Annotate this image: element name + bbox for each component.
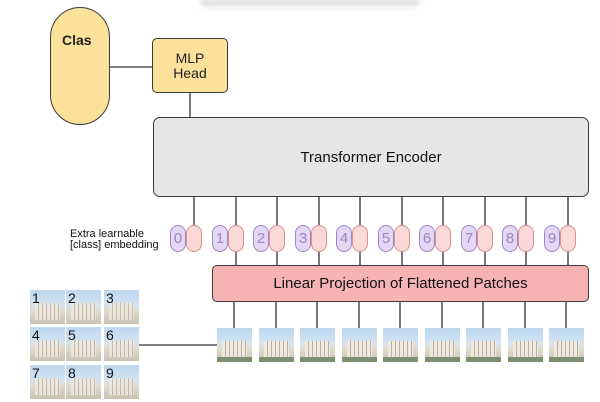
- position-embedding-0: 0: [170, 225, 186, 252]
- patch-embedding-7: [477, 225, 493, 252]
- patch-thumbnail-5: [383, 328, 418, 362]
- grid-patch-number: 5: [68, 327, 76, 343]
- patch-thumbnail-7: [466, 328, 501, 362]
- patch-embedding-2: [269, 225, 285, 252]
- grid-patch-6: 6: [104, 327, 139, 361]
- position-embedding-9: 9: [544, 225, 560, 252]
- mlp-head-line2: Head: [173, 64, 207, 81]
- patch-thumbnail-1: [217, 328, 252, 362]
- token-5: 5: [378, 225, 410, 252]
- position-embedding-4: 4: [336, 225, 352, 252]
- transformer-encoder-box: Transformer Encoder: [153, 117, 589, 197]
- position-embedding-7: 7: [461, 225, 477, 252]
- token-1: 1: [212, 225, 244, 252]
- token-0: 0: [170, 225, 202, 252]
- grid-patch-number: 1: [32, 290, 40, 306]
- grid-patch-7: 7: [30, 365, 65, 399]
- token-9: 9: [544, 225, 576, 252]
- patch-embedding-8: [518, 225, 534, 252]
- position-embedding-2: 2: [253, 225, 269, 252]
- extra-embedding-line1: Extra learnable: [70, 228, 144, 240]
- token-6: 6: [419, 225, 451, 252]
- class-output-label: Clas: [62, 32, 92, 48]
- token-7: 7: [461, 225, 493, 252]
- grid-patch-number: 2: [68, 290, 76, 306]
- grid-patch-number: 7: [32, 365, 40, 381]
- patch-thumbnail-3: [300, 328, 335, 362]
- token-4: 4: [336, 225, 368, 252]
- position-embedding-3: 3: [295, 225, 311, 252]
- transformer-encoder-label: Transformer Encoder: [300, 148, 442, 166]
- grid-patch-number: 6: [106, 327, 114, 343]
- grid-patch-number: 8: [68, 365, 76, 381]
- linear-projection-label: Linear Projection of Flattened Patches: [273, 275, 528, 292]
- grid-patch-8: 8: [66, 365, 101, 399]
- patch-embedding-3: [311, 225, 327, 252]
- patch-thumbnail-8: [508, 328, 543, 362]
- patch-thumbnail-9: [549, 328, 584, 362]
- mlp-head-box: MLP Head: [152, 38, 228, 93]
- token-3: 3: [295, 225, 327, 252]
- position-embedding-1: 1: [212, 225, 228, 252]
- patch-embedding-6: [435, 225, 451, 252]
- class-output-box: Clas: [50, 7, 110, 125]
- grid-patch-number: 4: [32, 327, 40, 343]
- grid-patch-number: 9: [106, 365, 114, 381]
- position-embedding-5: 5: [378, 225, 394, 252]
- patch-embedding-0: [186, 225, 202, 252]
- top-shadow: [200, 0, 420, 10]
- patch-embedding-1: [228, 225, 244, 252]
- linear-projection-box: Linear Projection of Flattened Patches: [212, 265, 589, 302]
- patch-thumbnail-4: [342, 328, 377, 362]
- patch-thumbnail-6: [425, 328, 460, 362]
- patch-embedding-5: [394, 225, 410, 252]
- grid-patch-5: 5: [66, 327, 101, 361]
- grid-patch-1: 1: [30, 290, 65, 324]
- extra-embedding-line2: [class] embedding: [70, 239, 159, 251]
- grid-patch-number: 3: [106, 290, 114, 306]
- grid-patch-9: 9: [104, 365, 139, 399]
- patch-thumbnail-2: [259, 328, 294, 362]
- position-embedding-8: 8: [502, 225, 518, 252]
- patch-embedding-9: [560, 225, 576, 252]
- mlp-head-line1: MLP: [175, 49, 205, 66]
- grid-patch-2: 2: [66, 290, 101, 324]
- token-2: 2: [253, 225, 285, 252]
- position-embedding-6: 6: [419, 225, 435, 252]
- patch-embedding-4: [352, 225, 368, 252]
- extra-embedding-label: Extra learnable [class] embedding: [70, 229, 159, 251]
- token-8: 8: [502, 225, 534, 252]
- grid-patch-3: 3: [104, 290, 139, 324]
- grid-patch-4: 4: [30, 327, 65, 361]
